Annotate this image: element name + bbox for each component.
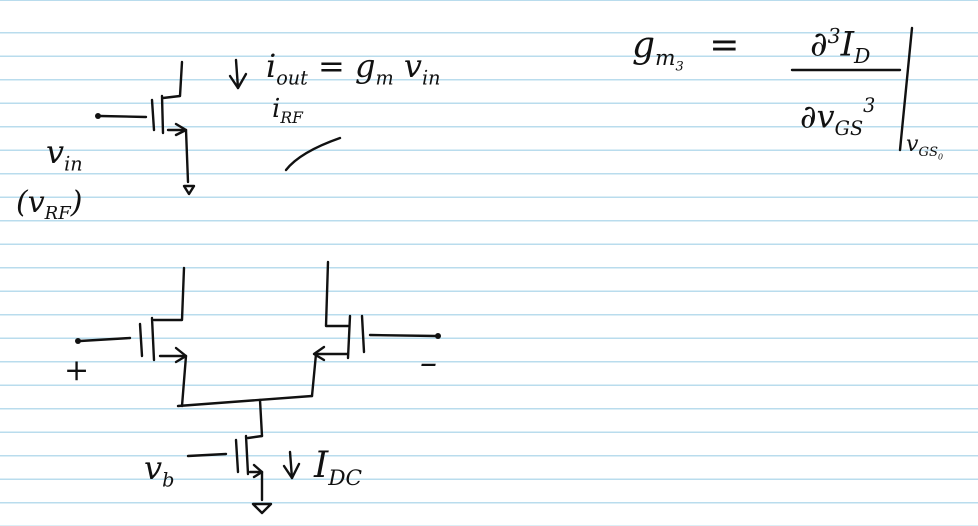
right-gate-lead — [368, 333, 438, 338]
rf-voltage-label: (vRF) — [16, 188, 82, 223]
bias-ground-symbol — [251, 502, 273, 515]
source-arrow — [174, 122, 188, 137]
current-arrow-head — [228, 72, 248, 90]
left-drain-lead — [152, 266, 186, 322]
tail-current-subscript: DC — [328, 466, 363, 492]
output-current-subscript: out — [276, 66, 308, 90]
gm3-subsubscript: 3 — [675, 59, 684, 75]
input-voltage-subscript: in — [421, 66, 441, 90]
drain-current-symbol: I — [840, 24, 855, 65]
bias-voltage-symbol: v — [144, 449, 163, 487]
left-gate-lead — [78, 336, 132, 343]
rf-voltage-open: (v — [16, 185, 45, 220]
eval-symbol: v — [906, 132, 919, 157]
tail-node-wire — [176, 394, 314, 408]
plus-input-label: + — [64, 356, 89, 386]
plus-sign: + — [64, 353, 90, 388]
evaluation-bar — [898, 26, 914, 152]
right-source-lead — [310, 352, 350, 398]
gm3-denominator: ∂vGS3 — [800, 96, 875, 141]
input-voltage-label: vin — [46, 136, 83, 174]
bias-drain-join — [246, 434, 264, 440]
tail-current-arrow-head — [282, 462, 301, 480]
channel-line — [160, 94, 165, 135]
left-source-arrow — [174, 346, 188, 364]
tail-drain-lead — [258, 398, 264, 438]
left-channel — [150, 316, 156, 362]
bias-gate-plate — [234, 438, 240, 474]
input-terminal-dot — [95, 113, 101, 119]
transconductance-subscript: m — [375, 66, 394, 90]
drain-current-subscript: D — [854, 44, 871, 69]
right-channel — [346, 314, 352, 360]
bias-voltage-label: vb — [144, 452, 174, 490]
right-source-arrow — [312, 345, 326, 362]
rf-voltage-subscript: RF — [44, 203, 71, 224]
gate-plate — [150, 98, 156, 132]
bias-source-arrow — [252, 463, 264, 479]
partial-vgs-symbol: ∂v — [800, 97, 835, 136]
rf-voltage-close: ) — [70, 185, 83, 220]
rf-current-symbol: i — [272, 94, 281, 124]
output-current-symbol: i — [266, 47, 277, 85]
tail-current-symbol: I — [314, 445, 329, 486]
left-gate-plate — [138, 322, 144, 358]
vgs-subscript: GS — [834, 117, 864, 141]
vin-symbol: v — [46, 133, 65, 171]
source-lead — [166, 128, 190, 184]
output-current-formula: iout = gm vin — [266, 50, 440, 88]
right-gate-plate — [360, 314, 366, 354]
left-source-lead — [158, 354, 188, 408]
vin-subscript: in — [64, 152, 83, 176]
numerator-power: 3 — [827, 24, 841, 48]
differential-pair-sketch — [75, 260, 441, 515]
eval-subsubscript: 0 — [938, 153, 944, 163]
gm3-subscript: m — [655, 46, 676, 72]
tail-current-label: IDC — [314, 448, 362, 490]
denominator-power: 3 — [863, 94, 876, 117]
current-arrow-shaft — [234, 58, 240, 90]
bias-channel — [244, 434, 250, 476]
gm3-lhs: gm3 = — [632, 28, 739, 74]
gm3-symbol: g — [632, 25, 656, 66]
right-drain-lead — [324, 260, 350, 328]
transconductance-symbol: = g — [318, 47, 376, 85]
eval-subscript: GS — [918, 145, 939, 161]
drain-lead — [161, 60, 184, 100]
input-voltage-symbol: v — [403, 47, 422, 85]
minus-sign: – — [420, 343, 437, 383]
check-mark — [284, 136, 342, 172]
minus-input-label: – — [420, 346, 437, 380]
bias-gate-lead — [186, 452, 228, 458]
gm3-equals: = — [709, 25, 740, 66]
gate-lead — [98, 114, 148, 119]
minus-terminal-dot — [435, 333, 441, 339]
single-transistor-sketch — [95, 58, 342, 196]
partial-symbol: ∂ — [810, 24, 828, 65]
rf-current-label: iRF — [272, 96, 303, 127]
gm3-numerator: ∂3ID — [810, 26, 870, 67]
evaluation-point: vGS0 — [906, 134, 943, 162]
rf-current-subscript: RF — [280, 109, 303, 128]
plus-terminal-dot — [75, 338, 81, 344]
bias-voltage-subscript: b — [162, 468, 175, 492]
ground-symbol — [182, 184, 196, 196]
tail-current-arrow-shaft — [288, 450, 294, 480]
